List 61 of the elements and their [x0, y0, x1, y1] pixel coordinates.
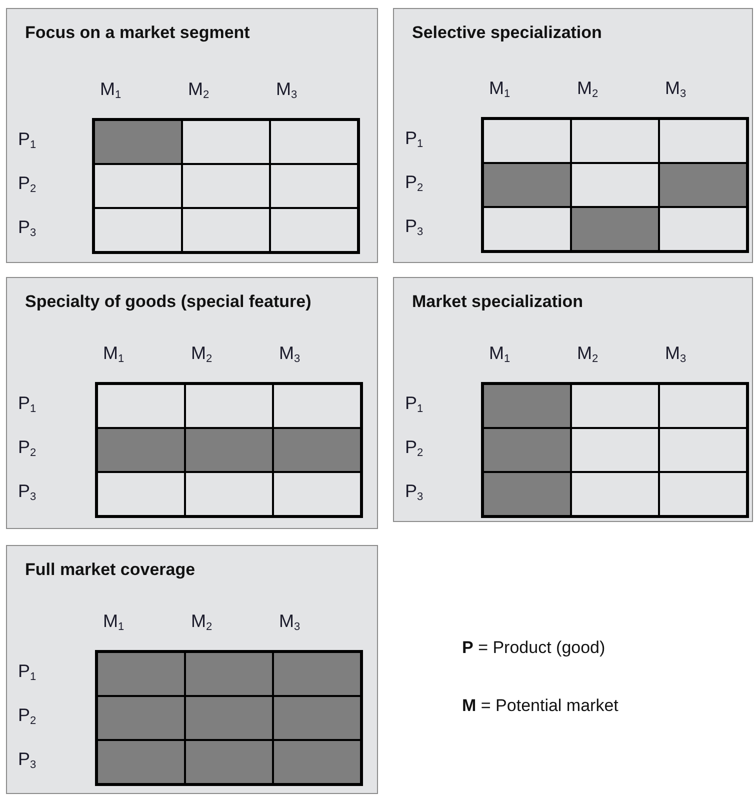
- row-label: P$_{3}$: [18, 218, 36, 239]
- column-label: M$_{3}$: [276, 80, 298, 101]
- shaded-cell: [273, 740, 361, 784]
- row-label: P$_{1}$: [18, 394, 36, 415]
- panel-card: [6, 8, 378, 263]
- row-label: P$_{3}$: [18, 750, 36, 771]
- row-label: P$_{3}$: [405, 482, 424, 503]
- shaded-cell: [185, 428, 273, 472]
- shaded-cell: [273, 696, 361, 740]
- panel-card: [6, 277, 378, 529]
- column-label: M$_{3}$: [279, 612, 300, 633]
- row-label: P$_{2}$: [18, 174, 36, 195]
- row-label: P$_{2}$: [405, 438, 424, 459]
- shaded-cell: [659, 163, 747, 207]
- column-label: M$_{3}$: [279, 344, 300, 365]
- row-label: P$_{2}$: [18, 438, 36, 459]
- column-label: M$_{1}$: [489, 344, 510, 365]
- column-label: M$_{1}$: [103, 612, 124, 633]
- key-note: M = Potential market: [462, 696, 618, 716]
- row-label: P$_{3}$: [18, 482, 36, 503]
- shaded-cell: [571, 207, 659, 251]
- column-label: M$_{3}$: [665, 79, 686, 100]
- row-label: P$_{1}$: [18, 130, 36, 151]
- row-label: P$_{1}$: [405, 129, 424, 150]
- column-label: M$_{2}$: [188, 80, 210, 101]
- row-label: P$_{3}$: [405, 217, 424, 238]
- row-label: P$_{1}$: [405, 394, 424, 415]
- shaded-cell: [97, 740, 185, 784]
- shaded-cell: [483, 163, 571, 207]
- shaded-cell: [185, 740, 273, 784]
- column-label: M$_{2}$: [191, 344, 212, 365]
- shaded-cell: [483, 428, 571, 472]
- row-label: P$_{2}$: [405, 173, 424, 194]
- panel-title: Specialty of goods (special feature): [25, 292, 312, 312]
- shaded-cell: [185, 696, 273, 740]
- column-label: M$_{2}$: [191, 612, 212, 633]
- panel-title: Full market coverage: [25, 560, 196, 580]
- shaded-cell: [273, 428, 361, 472]
- shaded-cell: [94, 120, 182, 164]
- key-note: P = Product (good): [462, 638, 606, 658]
- column-label: M$_{2}$: [577, 79, 598, 100]
- shaded-cell: [483, 384, 571, 428]
- shaded-cell: [97, 428, 185, 472]
- panel-title: Market specialization: [412, 292, 584, 312]
- column-label: M$_{3}$: [665, 344, 686, 365]
- shaded-cell: [97, 652, 185, 696]
- column-label: M$_{1}$: [489, 79, 510, 100]
- panel-card: [393, 277, 753, 522]
- shaded-cell: [97, 696, 185, 740]
- panel-title: Selective specialization: [412, 23, 602, 43]
- shaded-cell: [483, 472, 571, 516]
- row-label: P$_{2}$: [18, 706, 36, 727]
- column-label: M$_{2}$: [577, 344, 598, 365]
- panel-card: [6, 545, 378, 794]
- panel-card: [393, 8, 753, 263]
- column-label: M$_{1}$: [100, 80, 122, 101]
- column-label: M$_{1}$: [103, 344, 124, 365]
- panel-title: Focus on a market segment: [25, 23, 250, 43]
- shaded-cell: [273, 652, 361, 696]
- shaded-cell: [185, 652, 273, 696]
- row-label: P$_{1}$: [18, 662, 36, 683]
